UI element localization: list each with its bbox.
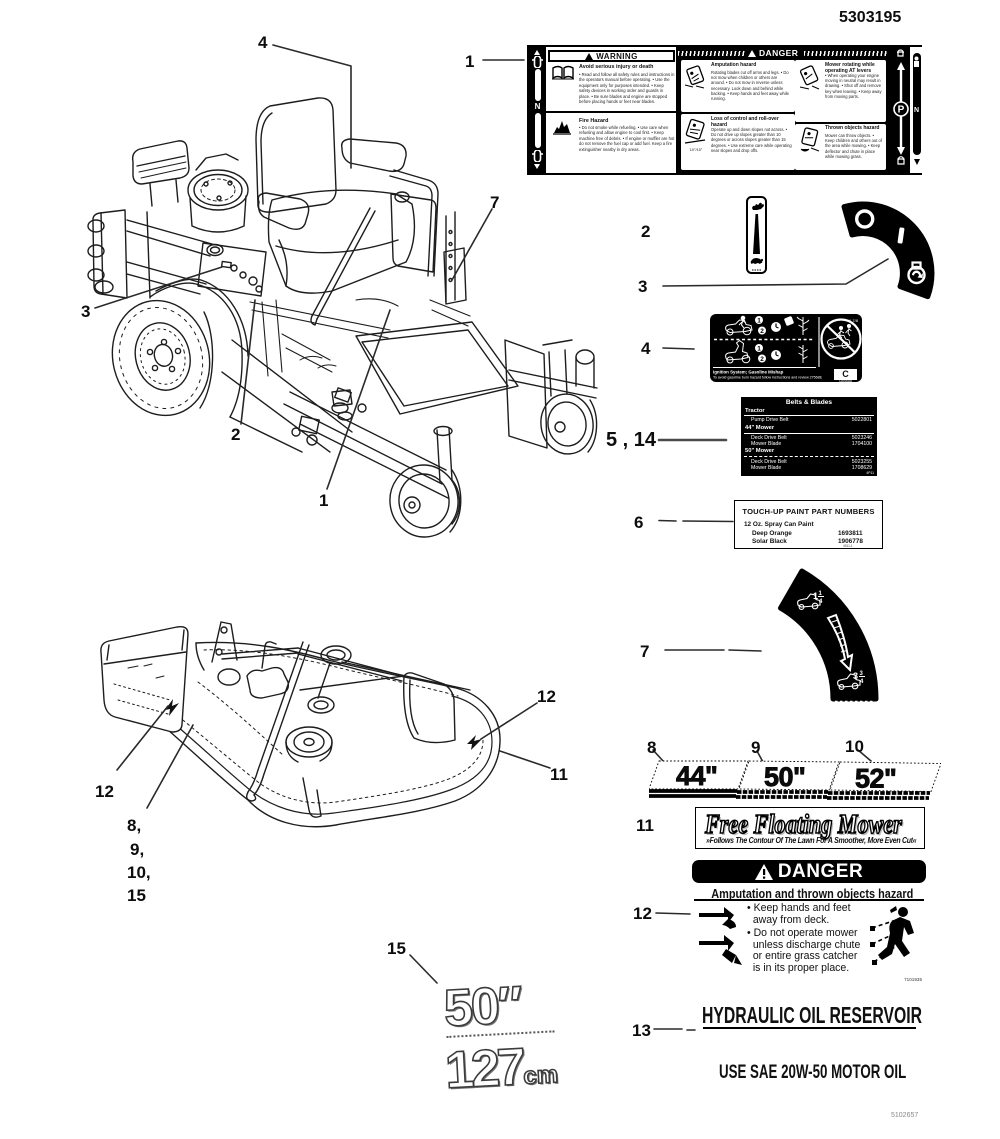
svg-text:52": 52" <box>855 764 896 794</box>
svg-text:2: 2 <box>760 328 764 335</box>
svg-text:Ignition System; Gasoline Mish: Ignition System; Gasoline Mishap <box>713 370 784 375</box>
svg-text:P: P <box>898 105 905 116</box>
svg-text:1: 1 <box>757 345 761 352</box>
svg-text:To avoid gasoline burn hazard: To avoid gasoline burn hazard follow ins… <box>713 376 823 380</box>
svg-text:3: 3 <box>860 671 864 677</box>
svg-text:50": 50" <box>764 762 805 792</box>
svg-text:1: 1 <box>819 591 823 597</box>
svg-text:4: 4 <box>819 599 823 605</box>
svg-text:2: 2 <box>760 356 764 363</box>
svg-text:1: 1 <box>813 591 818 601</box>
svg-text:4: 4 <box>860 679 864 685</box>
svg-text:3: 3 <box>853 671 858 681</box>
svg-text:1: 1 <box>757 317 761 324</box>
svg-text:1 7/8: 1 7/8 <box>849 318 859 323</box>
svg-text:44": 44" <box>676 761 717 791</box>
